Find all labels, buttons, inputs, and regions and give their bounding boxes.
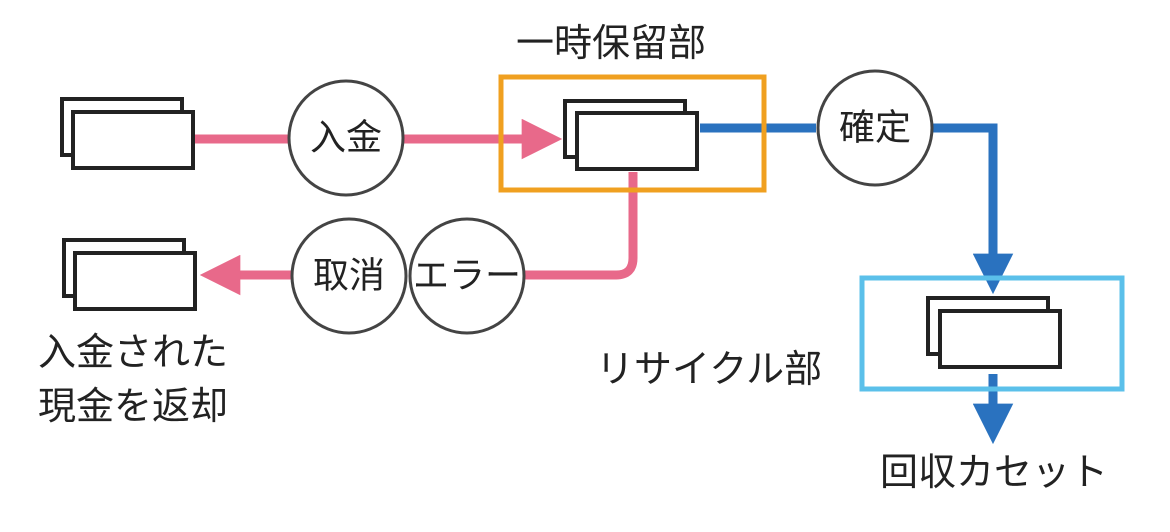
collection-cassette-label: 回収カセット bbox=[880, 450, 1108, 494]
temporary-hold-box bbox=[498, 74, 767, 193]
confirm-circle: 確定 bbox=[816, 69, 934, 187]
deposit-circle: 入金 bbox=[287, 79, 405, 197]
deposit-label: 入金 bbox=[310, 118, 382, 159]
error-return-flow-line bbox=[522, 172, 638, 280]
error-label: エラー bbox=[413, 256, 521, 297]
recycle-box bbox=[859, 275, 1125, 392]
returned-notes-icon bbox=[62, 238, 197, 311]
temporary-hold-label: 一時保留部 bbox=[516, 21, 706, 65]
error-circle: エラー bbox=[408, 217, 526, 335]
confirm-to-recycle-arrow bbox=[933, 123, 1014, 295]
recycle-notes-icon bbox=[926, 296, 1062, 369]
temporary-hold-notes-icon bbox=[563, 99, 699, 171]
cancel-label: 取消 bbox=[313, 256, 385, 297]
recycle-label: リサイクル部 bbox=[596, 347, 822, 391]
returned-label-line1: 入金された bbox=[38, 330, 228, 374]
source-notes-icon bbox=[60, 97, 195, 170]
returned-label-line2: 現金を返却 bbox=[38, 384, 228, 428]
confirm-label: 確定 bbox=[839, 108, 911, 149]
cancel-circle: 取消 bbox=[290, 217, 408, 335]
